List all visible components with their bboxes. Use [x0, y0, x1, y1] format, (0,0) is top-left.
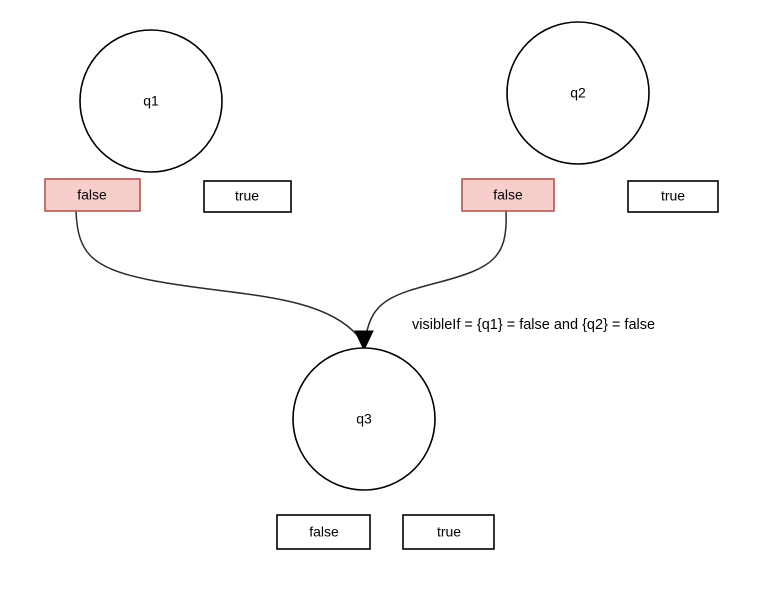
option-q2-true-box[interactable]: [627, 180, 719, 213]
option-q3-false-label: false: [309, 524, 339, 540]
node-q3[interactable]: q3: [292, 347, 436, 491]
option-q2-true[interactable]: true: [627, 180, 719, 213]
option-q2-false[interactable]: false: [461, 178, 555, 212]
edge-q1-false-to-q3[interactable]: [75, 211, 359, 337]
option-q1-true-box[interactable]: [203, 180, 292, 213]
arrowhead-icon: [354, 330, 374, 352]
option-q2-false-label: false: [493, 187, 523, 203]
option-q3-false[interactable]: false: [276, 514, 371, 550]
node-q2-label: q2: [570, 85, 586, 101]
option-q2-true-label: true: [661, 188, 685, 204]
node-q2-circle[interactable]: [506, 21, 650, 165]
option-q1-false-label: false: [77, 187, 107, 203]
node-q1[interactable]: q1: [79, 29, 223, 173]
option-q3-true-label: true: [437, 524, 461, 540]
node-q2[interactable]: q2: [506, 21, 650, 165]
edge-condition-label: visibleIf = {q1} = false and {q2} = fals…: [412, 317, 655, 333]
node-q3-label: q3: [356, 411, 372, 427]
option-q3-true[interactable]: true: [402, 514, 495, 550]
option-q1-true[interactable]: true: [203, 180, 292, 213]
edge-group: [75, 211, 507, 352]
option-q1-false[interactable]: false: [44, 178, 141, 212]
node-q3-circle[interactable]: [292, 347, 436, 491]
edge-q2-false-to-q3[interactable]: [365, 211, 507, 337]
option-q1-false-box[interactable]: [44, 178, 141, 212]
node-q1-label: q1: [143, 93, 159, 109]
option-q2-false-box[interactable]: [461, 178, 555, 212]
option-q3-true-box[interactable]: [402, 514, 495, 550]
option-q1-true-label: true: [235, 188, 259, 204]
node-q1-circle[interactable]: [79, 29, 223, 173]
option-q3-false-box[interactable]: [276, 514, 371, 550]
